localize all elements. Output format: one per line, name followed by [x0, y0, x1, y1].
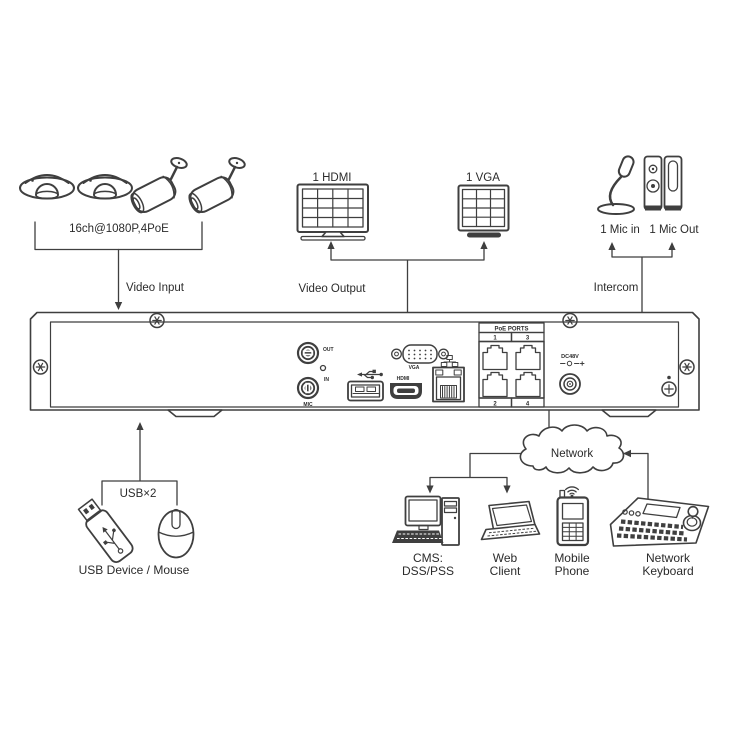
usb-devices-label: USB Device / Mouse	[79, 563, 190, 577]
hdmi-monitor-base	[300, 235, 366, 241]
vga-monitor-frame	[457, 184, 510, 232]
dome-camera-2	[77, 174, 133, 200]
poe-port4-label: 4	[526, 402, 530, 408]
mobile-phone-label-line1: Mobile	[554, 551, 590, 565]
arrow-to-laptop	[503, 485, 511, 494]
network-keyboard-label-line1: Network	[646, 551, 691, 565]
keyboard-to-cloud-line	[619, 452, 649, 501]
poe-port1-label: 1	[493, 336, 497, 342]
hdmi-monitor-stand	[321, 231, 345, 238]
video-output-arrow-vga	[480, 241, 488, 249]
audio-in-label: IN	[324, 377, 329, 383]
vga-monitor: 1 VGA Video Output	[299, 172, 510, 295]
poe-port3-label: 3	[526, 336, 530, 342]
bullet-camera-2	[184, 154, 248, 217]
joystick	[682, 505, 702, 532]
vga-screen-grid	[461, 188, 506, 228]
usb-flash-drive	[77, 498, 134, 563]
cms-label-line2: DSS/PSS	[402, 564, 454, 578]
mic-in-label: 1 Mic in	[600, 224, 640, 236]
vga-monitor-label: 1 VGA	[466, 172, 500, 184]
mic-out-label: 1 Mic Out	[649, 224, 699, 236]
cms-label-line1: CMS:	[413, 551, 443, 565]
poe-ports: PoE PORTS 1 3 2 4	[478, 322, 545, 408]
bullet-camera-1	[126, 154, 190, 217]
camera-group-label: 16ch@1080P,4PoE	[69, 223, 169, 235]
hdmi-label: HDMI	[397, 376, 410, 382]
camera-group: 16ch@1080P,4PoE Video Input	[19, 154, 248, 294]
vga-port: VGA	[391, 344, 449, 371]
speakers	[643, 155, 683, 211]
network-keyboard-label-line2: Keyboard	[642, 564, 693, 578]
audio-out-port: OUT	[296, 341, 334, 365]
mic-port: IN MIC	[296, 376, 329, 408]
cms-computer: CMS: DSS/PSS	[392, 495, 460, 578]
intercom-label: Intercom	[594, 282, 639, 294]
intercom-group: 1 Mic in 1 Mic Out Intercom	[594, 155, 699, 294]
network-cloud: Network	[519, 424, 631, 474]
usb-bracket	[101, 423, 178, 506]
network-icon	[440, 355, 459, 367]
audio-out-label: OUT	[323, 347, 334, 353]
web-client-label-line1: Web	[493, 551, 518, 565]
usb-port	[347, 369, 384, 402]
usb-arrow	[136, 422, 144, 430]
mobile-phone: Mobile Phone	[554, 486, 590, 578]
microphone	[597, 155, 635, 215]
ground-dot	[667, 375, 671, 380]
web-client-label-line2: Client	[490, 564, 521, 578]
hdmi-port: HDMI	[390, 376, 422, 399]
usb-device-group: USB×2 USB Device / Mouse	[77, 488, 195, 577]
intercom-arrow-mic-out	[668, 242, 676, 250]
video-input-label: Video Input	[126, 282, 185, 294]
keyboard-lcd	[642, 503, 681, 519]
nvr-rear-panel: OUT IN MIC	[29, 311, 700, 418]
ethernet-port	[432, 355, 465, 403]
wifi-icon	[564, 486, 580, 498]
nvr-foot-left	[167, 409, 223, 418]
arrow-into-cloud	[623, 449, 631, 458]
intercom-bracket	[611, 243, 673, 314]
nvr-inner-panel	[49, 321, 680, 408]
mouse	[157, 508, 195, 559]
power-connector: DC48V	[559, 354, 585, 395]
dome-camera-1	[19, 174, 75, 200]
poe-header-label: PoE PORTS	[494, 327, 528, 333]
video-output-bracket	[330, 242, 485, 314]
usb-icon	[359, 370, 381, 379]
intercom-arrow-mic-in	[608, 242, 616, 250]
power-label: DC48V	[561, 354, 579, 360]
poe-port2-label: 2	[493, 402, 497, 408]
network-label: Network	[551, 448, 593, 460]
hdmi-monitor: 1 HDMI	[296, 172, 369, 241]
network-keyboard: Network Keyboard	[609, 497, 710, 578]
polarity-icon	[560, 360, 585, 367]
nvr-foot-right	[601, 409, 657, 418]
vga-monitor-base	[467, 232, 501, 238]
mobile-phone-label-line2: Phone	[555, 564, 590, 578]
hdmi-monitor-label: 1 HDMI	[313, 172, 352, 184]
mic-label: MIC	[303, 402, 313, 408]
cloud-shape	[519, 424, 625, 474]
video-output-label: Video Output	[299, 283, 367, 295]
audio-led	[319, 364, 327, 372]
hdmi-screen-grid	[301, 188, 364, 228]
nvr-chassis	[29, 311, 700, 411]
video-output-arrow-hdmi	[327, 241, 335, 249]
video-input-arrow	[114, 302, 123, 310]
laptop: Web Client	[480, 500, 541, 578]
cloud-left-branch	[429, 452, 527, 491]
vga-label: VGA	[409, 365, 420, 371]
arrow-to-cms	[426, 485, 434, 494]
usb-count-label: USB×2	[120, 488, 157, 500]
